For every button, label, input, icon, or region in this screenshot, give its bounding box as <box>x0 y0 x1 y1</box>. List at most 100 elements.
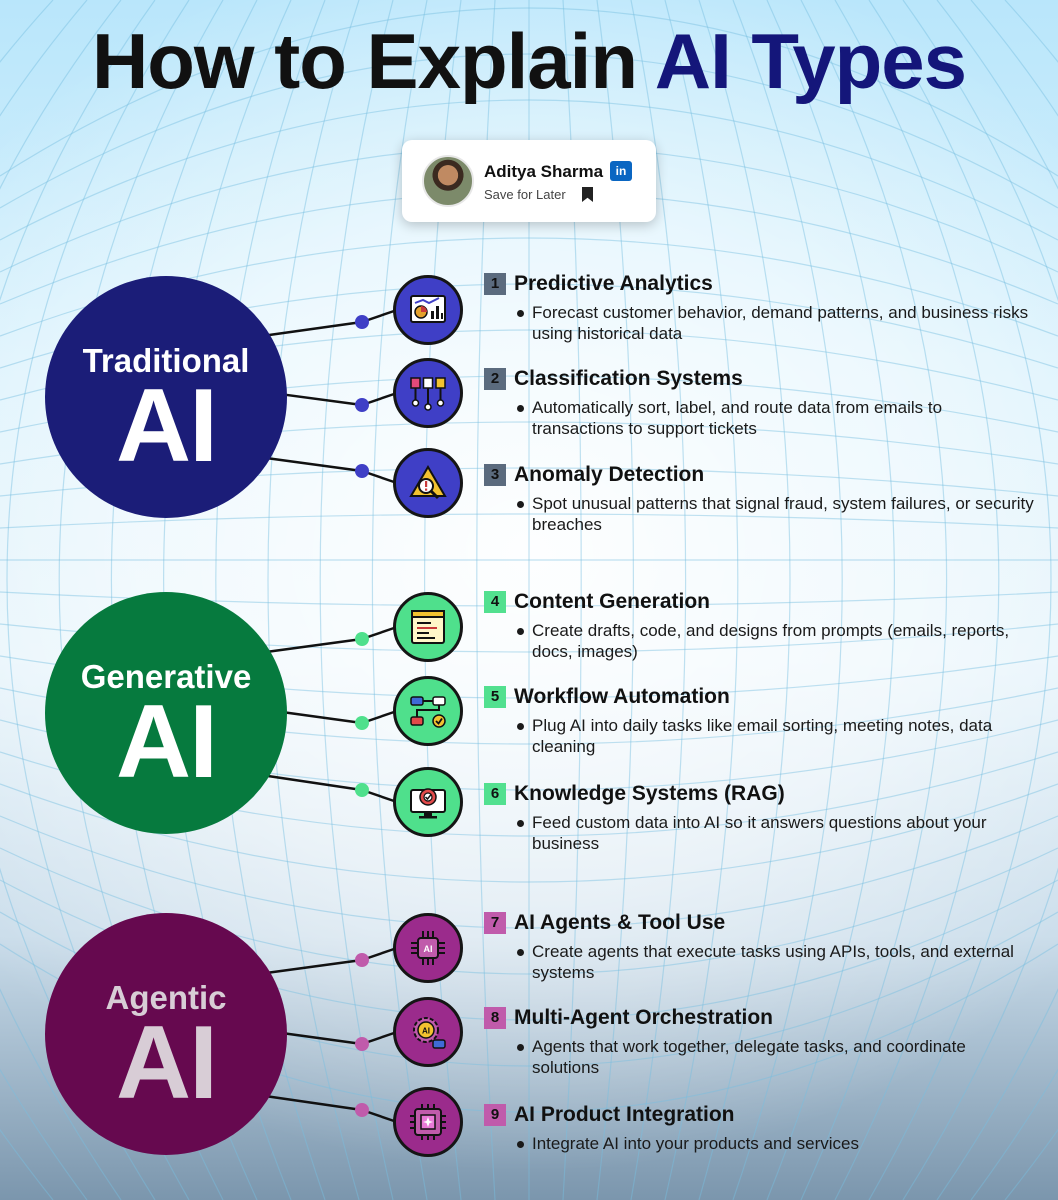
connector-dot <box>355 953 369 967</box>
item-ai-agents-tool-use: 7 AI Agents & Tool Use Create agents that… <box>484 911 1044 983</box>
item-classification-systems: 2 Classification Systems Automatically so… <box>484 367 1044 439</box>
analytics-chart-icon <box>393 275 463 345</box>
connector-line <box>258 773 363 792</box>
connector-dot <box>355 1037 369 1051</box>
grid-line <box>319 0 394 1200</box>
item-description: Create drafts, code, and designs from pr… <box>484 620 1044 662</box>
document-editor-icon <box>393 592 463 662</box>
category-traditional-ai: Traditional AI <box>45 276 287 518</box>
grid-line <box>834 0 1000 1200</box>
grid-line <box>0 513 1058 529</box>
connector-line <box>259 455 363 473</box>
item-number: 4 <box>484 591 506 613</box>
item-description: Integrate AI into your products and serv… <box>484 1133 1044 1154</box>
page-title: How to Explain AI Types <box>0 22 1058 100</box>
grid-line <box>0 0 122 1200</box>
category-big-text: AI <box>116 368 218 484</box>
grid-line <box>868 0 1052 1200</box>
grid-line <box>732 0 843 1200</box>
bookmark-icon[interactable] <box>582 187 593 202</box>
item-description: Forecast customer behavior, demand patte… <box>484 302 1044 344</box>
category-agentic-ai: Agentic AI <box>45 913 287 1155</box>
title-prefix: How to Explain <box>91 17 655 105</box>
item-ai-product-integration: 9 AI Product Integration Integrate AI int… <box>484 1103 1044 1154</box>
grid-line <box>766 0 895 1200</box>
warning-magnifier-icon <box>393 448 463 518</box>
grid-line <box>698 0 791 1200</box>
connector-line <box>277 1031 363 1046</box>
item-content-generation: 4 Content Generation Create drafts, code,… <box>484 590 1044 662</box>
item-number: 5 <box>484 686 506 708</box>
item-title: AI Product Integration <box>514 1103 735 1126</box>
item-description: Feed custom data into AI so it answers q… <box>484 812 1044 854</box>
item-description: Create agents that execute tasks using A… <box>484 941 1044 983</box>
item-number: 1 <box>484 273 506 295</box>
category-label: Generative <box>80 658 252 695</box>
item-number: 2 <box>484 368 506 390</box>
item-workflow-automation: 5 Workflow Automation Plug AI into daily … <box>484 685 1044 757</box>
connector-line <box>259 320 363 338</box>
author-card[interactable]: Aditya Sharma in Save for Later <box>402 140 656 222</box>
category-big-text: AI <box>116 684 218 800</box>
connector-line <box>277 710 363 725</box>
category-big-text: AI <box>116 1005 218 1121</box>
ai-chip-icon: AI <box>393 913 463 983</box>
processor-icon <box>393 1087 463 1157</box>
item-number: 3 <box>484 464 506 486</box>
ai-gear-icon: AI <box>393 997 463 1067</box>
grid-line <box>0 99 1058 241</box>
connector-dot <box>355 398 369 412</box>
item-number: 9 <box>484 1104 506 1126</box>
connector-dot <box>355 1103 369 1117</box>
author-name: Aditya Sharma <box>484 162 604 181</box>
connector-line <box>259 637 363 655</box>
svg-text:AI: AI <box>422 1027 430 1036</box>
grid-line <box>0 7 1058 177</box>
connector-line <box>277 392 363 407</box>
grid-line <box>936 0 1058 1200</box>
item-title: AI Agents & Tool Use <box>514 911 726 934</box>
classification-icon <box>393 358 463 428</box>
item-title: Classification Systems <box>514 367 743 390</box>
svg-text:AI: AI <box>424 944 433 954</box>
avatar <box>422 155 474 207</box>
item-number: 6 <box>484 783 506 805</box>
item-description: Plug AI into daily tasks like email sort… <box>484 715 1044 757</box>
item-title: Predictive Analytics <box>514 272 713 295</box>
item-predictive-analytics: 1 Predictive Analytics Forecast customer … <box>484 272 1044 344</box>
connector-line <box>259 958 363 976</box>
connector-dot <box>355 464 369 478</box>
grid-line <box>800 0 948 1200</box>
category-label: Agentic <box>105 979 227 1016</box>
linkedin-icon[interactable]: in <box>610 161 632 181</box>
save-for-later-label[interactable]: Save for Later <box>484 187 566 202</box>
grid-line <box>0 53 1058 209</box>
monitor-gear-icon <box>393 767 463 837</box>
item-title: Content Generation <box>514 590 711 613</box>
title-accent: AI Types <box>654 17 967 105</box>
category-generative-ai: Generative AI <box>45 592 287 834</box>
grid-line <box>0 847 1058 975</box>
grid-line <box>664 0 739 1200</box>
item-title: Workflow Automation <box>514 685 730 708</box>
connector-dot <box>355 716 369 730</box>
grid-line <box>630 0 687 1200</box>
connector-dot <box>355 783 369 797</box>
item-number: 8 <box>484 1007 506 1029</box>
item-multi-agent-orchestration: 8 Multi-Agent Orchestration Agents that w… <box>484 1006 1044 1078</box>
connector-dot <box>355 632 369 646</box>
item-number: 7 <box>484 912 506 934</box>
item-title: Multi-Agent Orchestration <box>514 1006 774 1029</box>
workflow-icon <box>393 676 463 746</box>
item-description: Agents that work together, delegate task… <box>484 1036 1044 1078</box>
connector-line <box>258 1093 363 1112</box>
category-label: Traditional <box>82 342 250 379</box>
grid-line <box>902 0 1058 1200</box>
grid-line <box>0 815 1058 929</box>
connector-dot <box>355 315 369 329</box>
item-description: Automatically sort, label, and route dat… <box>484 397 1044 439</box>
item-description: Spot unusual patterns that signal fraud,… <box>484 493 1044 535</box>
